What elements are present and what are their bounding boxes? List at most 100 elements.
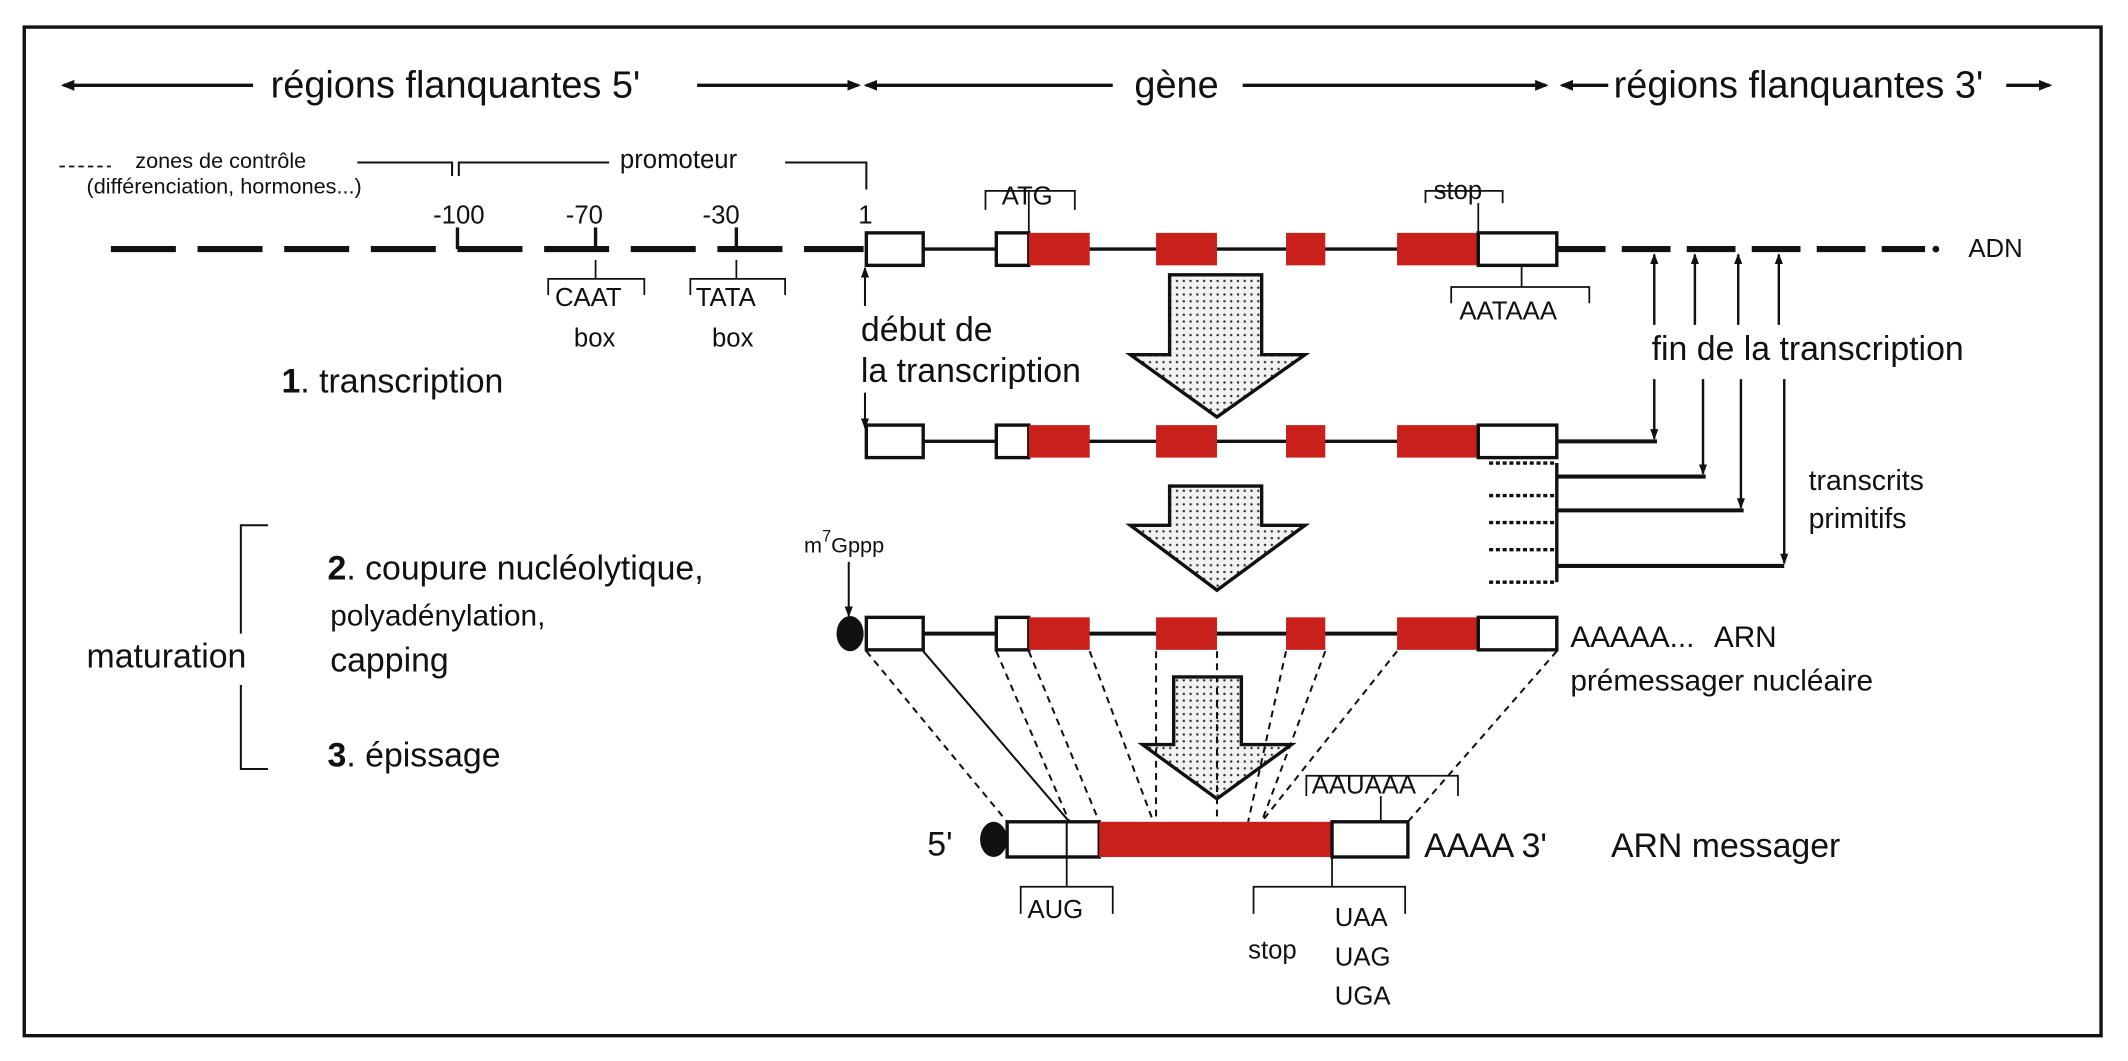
control-bracket bbox=[357, 161, 454, 176]
transcription-end-label: fin de la transcription bbox=[1652, 330, 1964, 368]
auaaa-label: AAUAAA bbox=[1312, 771, 1417, 799]
splice-line bbox=[995, 650, 1071, 823]
frame-border bbox=[22, 25, 2103, 1038]
flank5-label: régions flanquantes 5' bbox=[271, 64, 641, 106]
dna-strand: ADN ATG stop AATAAA bbox=[110, 177, 2023, 326]
arrow-maturation bbox=[1125, 484, 1311, 593]
cap-m: m bbox=[804, 532, 822, 557]
splice-line bbox=[865, 650, 1008, 823]
process-arrows bbox=[1125, 273, 1311, 801]
caat-label: CAAT bbox=[555, 284, 622, 312]
maturation-bracket-bottom bbox=[239, 685, 268, 770]
dna-label: ADN bbox=[1968, 235, 2022, 263]
pre-mrna-polya: AAAAA... bbox=[1570, 621, 1694, 654]
primary-transcript bbox=[864, 423, 1785, 584]
promoter-bracket-right bbox=[785, 161, 868, 190]
step2-number: 2 bbox=[328, 549, 347, 587]
step2-line3: capping bbox=[330, 642, 448, 680]
mrna-3prime: 3' bbox=[1522, 827, 1547, 865]
transcription-start: début de la transcription bbox=[860, 266, 1081, 430]
mrna-stop-label: stop bbox=[1248, 937, 1297, 965]
pre-mrna-exon4 bbox=[1286, 617, 1326, 650]
dna-exon2-coding bbox=[1028, 232, 1090, 266]
gene-label: gène bbox=[1134, 64, 1218, 106]
dna-exon5-utr bbox=[1476, 231, 1559, 268]
cap-superscript: 7 bbox=[822, 528, 831, 546]
transcript-exon3 bbox=[1156, 425, 1217, 458]
maturation-bracket-top bbox=[239, 524, 268, 634]
stop-label: stop bbox=[1434, 177, 1483, 205]
mrna-label: ARN messager bbox=[1611, 827, 1840, 865]
transcription-start-line2: la transcription bbox=[861, 352, 1081, 390]
transcript-exon2-utr bbox=[994, 423, 1031, 460]
pre-mrna-exon1 bbox=[864, 615, 925, 652]
dna-exon2-utr bbox=[994, 231, 1031, 268]
pre-mrna-exon2-utr bbox=[994, 615, 1031, 652]
stop-codon-uag: UAG bbox=[1335, 943, 1391, 971]
mrna-5utr bbox=[1005, 820, 1101, 859]
pre-mrna-exon5-utr bbox=[1476, 615, 1559, 652]
auaaa-bracket bbox=[1305, 774, 1459, 797]
pre-mrna-label-line2: prémessager nucléaire bbox=[1570, 664, 1873, 697]
maturation-label: maturation bbox=[87, 637, 247, 675]
transcript-alt-ends bbox=[1489, 461, 1785, 584]
mrna-cap bbox=[980, 821, 1008, 857]
transcript-exon5-coding bbox=[1397, 425, 1479, 458]
dna-end-dot bbox=[1932, 245, 1940, 253]
tata-box-label: box bbox=[712, 325, 754, 353]
position-1: 1 bbox=[858, 201, 872, 229]
transcript-exon1 bbox=[864, 423, 925, 460]
mrna-polya: AAAA bbox=[1424, 827, 1515, 865]
step2-line2: polyadénylation, bbox=[330, 599, 545, 632]
mature-mrna: 5' AAAA 3' ARN messager AAUAAA AUG stop … bbox=[927, 771, 1840, 1010]
pre-mrna-exon3 bbox=[1156, 617, 1217, 650]
atg-bracket bbox=[984, 190, 1076, 210]
stop-codon-uaa: UAA bbox=[1335, 904, 1389, 932]
tata-bracket bbox=[689, 278, 786, 296]
stop-codon-bracket bbox=[1252, 885, 1407, 914]
atg-label: ATG bbox=[1002, 182, 1053, 210]
position-minus100: -100 bbox=[433, 201, 484, 229]
dna-exon4 bbox=[1286, 232, 1326, 266]
arrow-transcription bbox=[1125, 273, 1311, 420]
pre-mrna-exon2-coding bbox=[1028, 617, 1090, 650]
step3-text: . épissage bbox=[346, 736, 500, 774]
mrna-coding-region bbox=[1099, 821, 1333, 857]
pre-mrna-exon5-coding bbox=[1397, 617, 1479, 650]
splice-line-solid bbox=[922, 650, 1071, 823]
pre-mrna-label-line1: ARN bbox=[1714, 621, 1777, 654]
splice-line bbox=[1027, 650, 1101, 823]
step1-number: 1 bbox=[281, 363, 300, 401]
step2-line1: 2. coupure nucléolytique, bbox=[328, 549, 704, 587]
caat-bracket bbox=[547, 278, 646, 296]
cap-5prime bbox=[836, 616, 864, 652]
splice-line bbox=[1407, 650, 1558, 823]
aug-bracket bbox=[1019, 885, 1114, 914]
stop-codon-uga: UGA bbox=[1335, 983, 1392, 1011]
aataaa-bracket bbox=[1450, 286, 1591, 304]
control-zones-line1: zones de contrôle bbox=[135, 148, 306, 173]
splice-line bbox=[1260, 650, 1327, 823]
aataaa-label: AATAAA bbox=[1459, 298, 1558, 326]
tata-label: TATA bbox=[696, 284, 757, 312]
step3-line: 3. épissage bbox=[328, 736, 501, 774]
transcript-exon4 bbox=[1286, 425, 1326, 458]
stop-bracket bbox=[1424, 190, 1504, 204]
aug-label: AUG bbox=[1027, 896, 1083, 924]
step1-label: 1. transcription bbox=[281, 363, 503, 401]
step1-text: . transcription bbox=[300, 363, 503, 401]
splice-line bbox=[1088, 650, 1155, 823]
dna-exon1-utr bbox=[864, 231, 925, 268]
step2-text: . coupure nucléolytique, bbox=[346, 549, 703, 587]
splicing-lines bbox=[865, 650, 1558, 823]
step3-number: 3 bbox=[328, 736, 347, 774]
control-zones-line2: (différenciation, hormones...) bbox=[87, 174, 362, 199]
promoter-bracket-left bbox=[457, 161, 610, 176]
cap-label: m7Gppp bbox=[804, 528, 884, 558]
maturation-steps: maturation 2. coupure nucléolytique, pol… bbox=[87, 524, 704, 774]
mrna-3utr bbox=[1330, 820, 1410, 859]
transcript-exon5-utr bbox=[1476, 423, 1559, 460]
primary-transcripts-line2: primitifs bbox=[1809, 503, 1907, 535]
